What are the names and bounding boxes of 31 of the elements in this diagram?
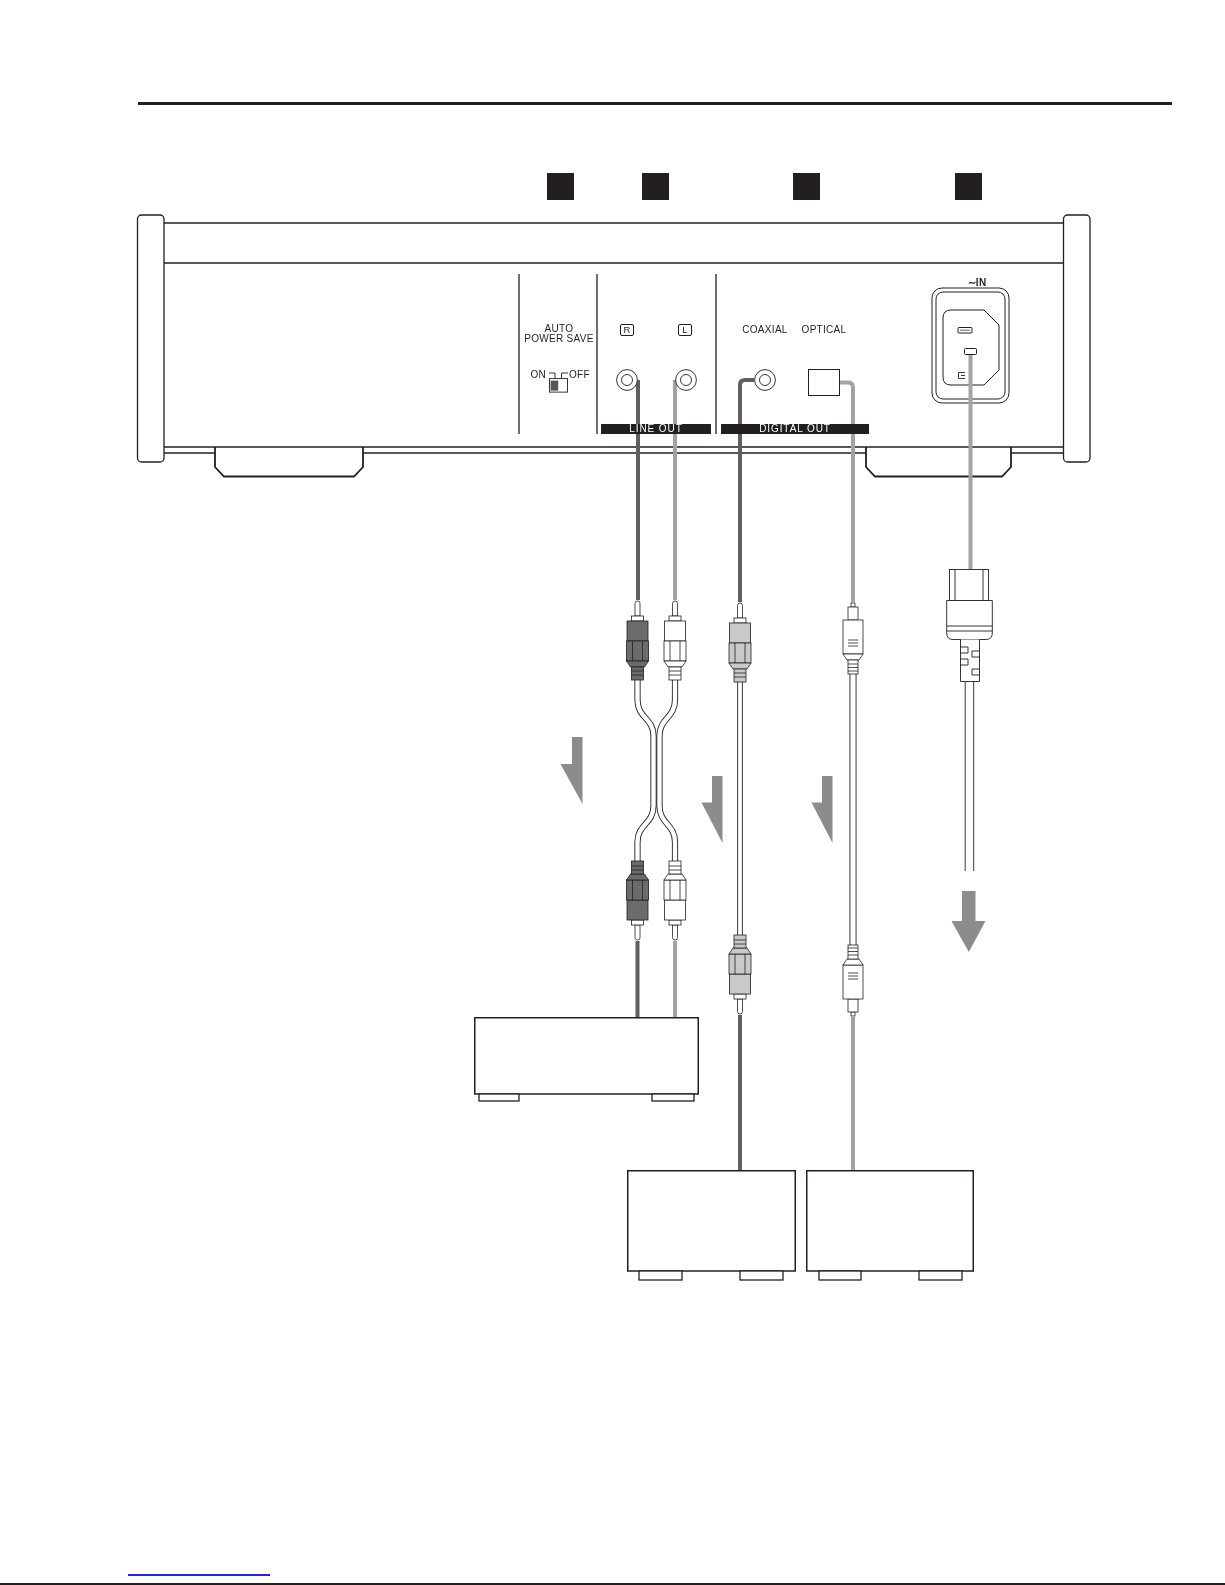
channel-label: R (620, 324, 634, 336)
switch-label: ON (529, 369, 546, 380)
jack-socket-icon (616, 369, 638, 391)
connection-line (851, 1017, 855, 1170)
optical-jack-icon (808, 369, 840, 396)
coaxial-cable-drawing (701, 602, 752, 1015)
panel-label: AUTO POWER SAVE (523, 324, 595, 344)
section-label: DIGITAL OUT (721, 424, 869, 434)
inlet-pin-icon (964, 348, 977, 355)
connection-line (738, 1015, 742, 1170)
connection-line (968, 355, 973, 569)
component-box (627, 1170, 796, 1281)
panel-label: ∼IN (966, 277, 988, 288)
panel-label: OPTICAL (800, 324, 848, 335)
channel-label: L (678, 324, 692, 336)
component-box (806, 1170, 974, 1281)
power-cord-drawing (946, 569, 993, 952)
connection-line (635, 941, 640, 1017)
connection-line (840, 380, 855, 602)
switch-label: OFF (569, 369, 589, 380)
stereo-cable-drawing (560, 600, 688, 941)
jack-socket-icon (754, 369, 776, 391)
component-box (474, 1017, 699, 1102)
connection-line (738, 378, 754, 602)
panel-label: COAXIAL (741, 324, 789, 335)
section-label: LINE OUT (601, 424, 711, 434)
optical-cable-drawing (811, 602, 865, 1017)
connection-line (673, 380, 677, 600)
jack-socket-icon (675, 369, 697, 391)
connection-line (673, 941, 677, 1017)
connection-line (636, 380, 640, 600)
